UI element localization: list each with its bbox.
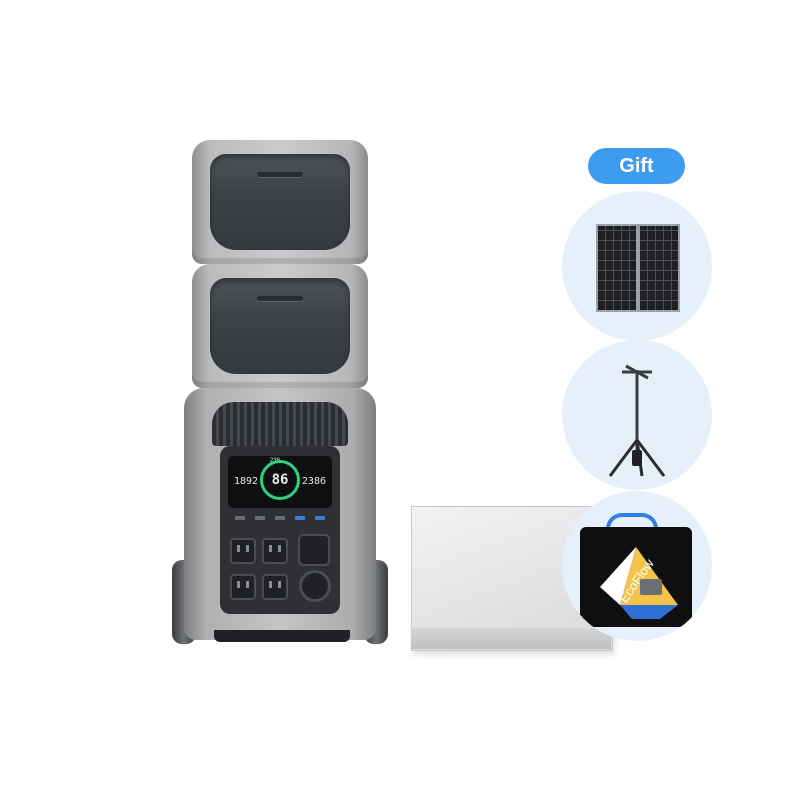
vent-grille [212, 402, 348, 446]
screen-left-value: 1892 [234, 476, 259, 487]
battery-pocket [210, 278, 350, 374]
gift-item-solar-panel [562, 191, 712, 341]
base-foot [214, 630, 350, 642]
gift-item-tripod-light [562, 340, 712, 490]
tripod-light-icon [608, 364, 666, 477]
usb-port [275, 516, 285, 520]
gift-item-tote-bag: EcoFlow [562, 491, 712, 641]
battery-dial: 86 [260, 460, 300, 500]
bag-body: EcoFlow [580, 527, 692, 627]
screen-center-value: 86 [271, 472, 289, 488]
ac-outlet-large [298, 534, 330, 566]
product-box-edge [411, 628, 611, 649]
bag-graphic [600, 547, 678, 619]
battery-handle [257, 172, 303, 177]
screen-right-value: 2386 [301, 476, 326, 487]
gift-badge: Gift [588, 148, 685, 184]
extra-battery-middle [192, 264, 368, 388]
solar-panel-left [596, 224, 638, 312]
battery-pocket [210, 154, 350, 250]
round-outlet [299, 570, 331, 602]
usb-port [255, 516, 265, 520]
ac-outlet [230, 574, 256, 600]
usb-port-row [230, 516, 330, 524]
ac-outlet [262, 574, 288, 600]
ac-outlet [230, 538, 256, 564]
front-panel: 238 1892 86 2386 [220, 446, 340, 614]
extra-battery-top [192, 140, 368, 264]
power-station-main-unit: 238 1892 86 2386 [184, 388, 376, 640]
usb-c-port [295, 516, 305, 520]
battery-handle [257, 296, 303, 301]
solar-panel-right [638, 224, 680, 312]
usb-port [235, 516, 245, 520]
lcd-screen: 238 1892 86 2386 [228, 456, 332, 508]
usb-c-port [315, 516, 325, 520]
ac-outlet [262, 538, 288, 564]
